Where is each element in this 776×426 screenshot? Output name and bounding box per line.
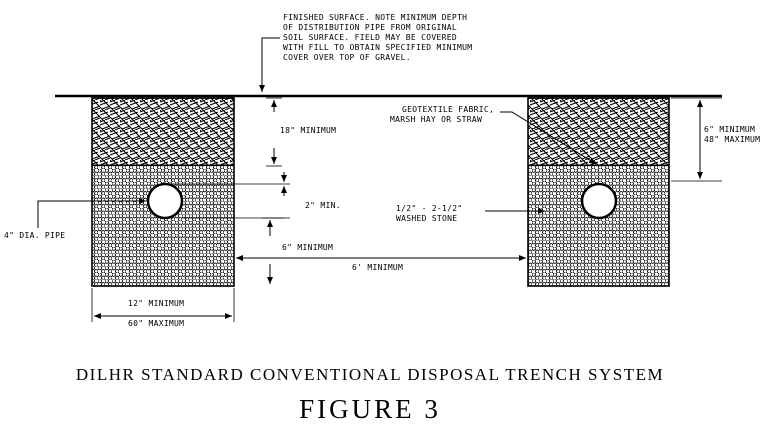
stone-callout: 1/2" - 2-1/2" WASHED STONE xyxy=(396,204,545,223)
note-line: COVER OVER TOP OF GRAVEL. xyxy=(283,53,411,62)
note-line: WITH FILL TO OBTAIN SPECIFIED MINIMUM xyxy=(283,43,472,52)
geotextile-callout: GEOTEXTILE FABRIC, MARSH HAY OR STRAW xyxy=(390,105,597,165)
width-min-label: 12" MINIMUM xyxy=(128,299,184,308)
note-line: FINISHED SURFACE. NOTE MINIMUM DEPTH xyxy=(283,13,467,22)
note-line: SOIL SURFACE. FIELD MAY BE COVERED xyxy=(283,33,457,42)
right-depth-max-label: 48" MAXIMUM xyxy=(704,135,760,144)
right-depth-min-label: 6" MINIMUM xyxy=(704,125,755,134)
diagram-title: DILHR STANDARD CONVENTIONAL DISPOSAL TRE… xyxy=(76,365,664,384)
note-line: OF DISTRIBUTION PIPE FROM ORIGINAL xyxy=(283,23,457,32)
right-trench xyxy=(527,97,670,287)
pipe-gap-label: 2" MIN. xyxy=(305,201,341,210)
stone-below-pipe-label: 6" MINIMUM xyxy=(282,243,333,252)
right-depth-dimension: 6" MINIMUM 48" MAXIMUM xyxy=(671,97,760,182)
geotextile-label: MARSH HAY OR STRAW xyxy=(390,115,482,124)
figure-number: FIGURE 3 xyxy=(299,394,441,424)
pipe-callout: 4" DIA. PIPE xyxy=(4,198,146,240)
width-max-label: 60" MAXIMUM xyxy=(128,319,184,328)
right-trench-cover-soil xyxy=(528,98,669,166)
left-trench xyxy=(91,97,235,287)
finished-surface-note: FINISHED SURFACE. NOTE MINIMUM DEPTH OF … xyxy=(259,13,472,92)
trench-spacing-dimension: 6' MINIMUM xyxy=(236,255,526,272)
trench-spacing-label: 6' MINIMUM xyxy=(352,263,403,272)
stone-label: 1/2" - 2-1/2" xyxy=(396,204,463,213)
stone-label: WASHED STONE xyxy=(396,214,457,223)
left-distribution-pipe xyxy=(146,182,184,220)
stone-below-pipe-dimension: 6" MINIMUM xyxy=(262,217,333,284)
right-distribution-pipe xyxy=(580,182,618,220)
cover-depth-label: 18" MINIMUM xyxy=(280,126,336,135)
trench-width-dimension: 12" MINIMUM 60" MAXIMUM xyxy=(91,288,235,328)
pipe-label: 4" DIA. PIPE xyxy=(4,231,65,240)
surface-leader-arrow xyxy=(259,37,280,92)
left-trench-cover-soil xyxy=(92,98,234,166)
cover-depth-dimension: 18" MINIMUM xyxy=(266,97,336,167)
geotextile-label: GEOTEXTILE FABRIC, xyxy=(402,105,494,114)
